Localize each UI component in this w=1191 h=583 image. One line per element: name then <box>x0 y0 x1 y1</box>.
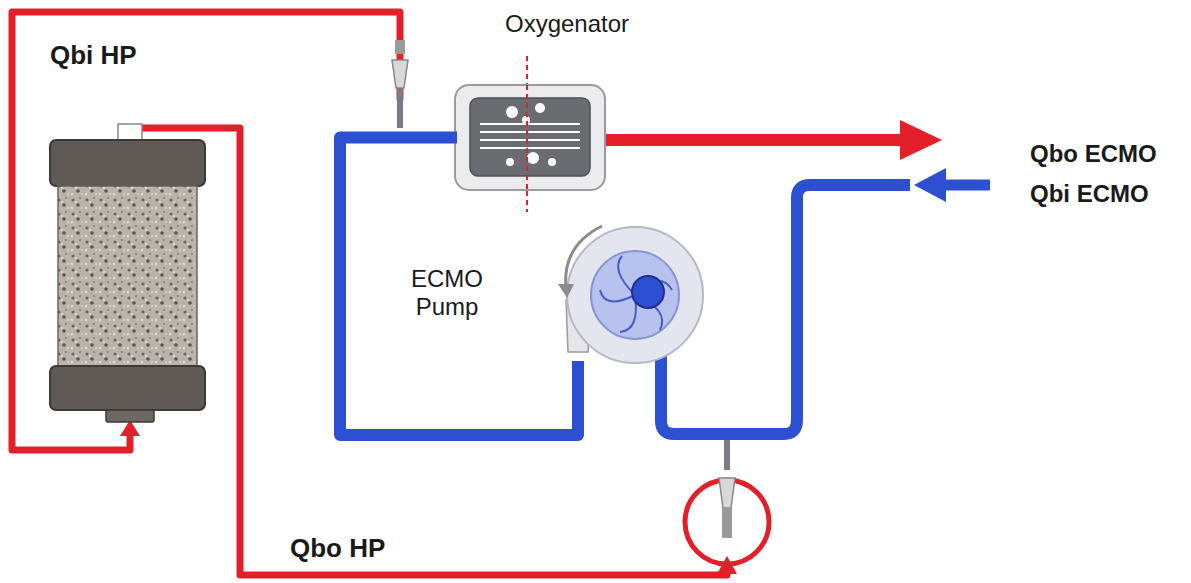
flow-label: Qbi HP <box>50 40 137 71</box>
membrane-line <box>526 56 528 212</box>
cartridge-body <box>58 186 197 366</box>
return-fitting <box>722 508 732 538</box>
gas-bubbles <box>506 103 556 166</box>
flow-label: Qbo HP <box>290 533 385 564</box>
cartridge-bottom-port <box>106 410 154 422</box>
node-label: Oxygenator <box>505 10 629 38</box>
blood-tube <box>340 138 578 436</box>
pump-housing <box>567 227 703 363</box>
cartridge-top-cap <box>50 140 205 186</box>
ecmo-outlet-arrowhead <box>900 120 942 160</box>
flow-label: Qbi ECMO <box>1030 180 1149 208</box>
rotation-arrow <box>566 226 602 288</box>
return-stem <box>724 440 730 470</box>
tap-stem <box>397 88 403 128</box>
oxygenator-node: Oxygenator <box>455 85 605 190</box>
impeller-vanes <box>600 256 672 332</box>
oxygenator-housing <box>455 85 605 190</box>
membrane-line-front <box>526 85 528 190</box>
hp-outlet-line <box>130 128 727 575</box>
fibre-lines <box>480 124 580 148</box>
rotation-arrowhead <box>558 284 574 298</box>
oxygenator-core <box>470 98 590 176</box>
ecmo-inlet-arrowhead <box>914 168 946 202</box>
tap-valve <box>392 60 408 88</box>
cartridge-top-port <box>118 124 142 140</box>
cartridge-bottom-cap <box>50 366 205 410</box>
ecmo-outlet-line <box>600 134 905 146</box>
flow-label: Qbo ECMO <box>1030 140 1157 168</box>
pump-node: ECMO Pump <box>565 227 705 363</box>
return-valve <box>719 478 735 508</box>
pump-impeller <box>591 251 679 339</box>
tap-fitting <box>395 40 405 54</box>
node-label: ECMO Pump <box>405 265 489 320</box>
pump-inlet-port <box>632 276 664 308</box>
